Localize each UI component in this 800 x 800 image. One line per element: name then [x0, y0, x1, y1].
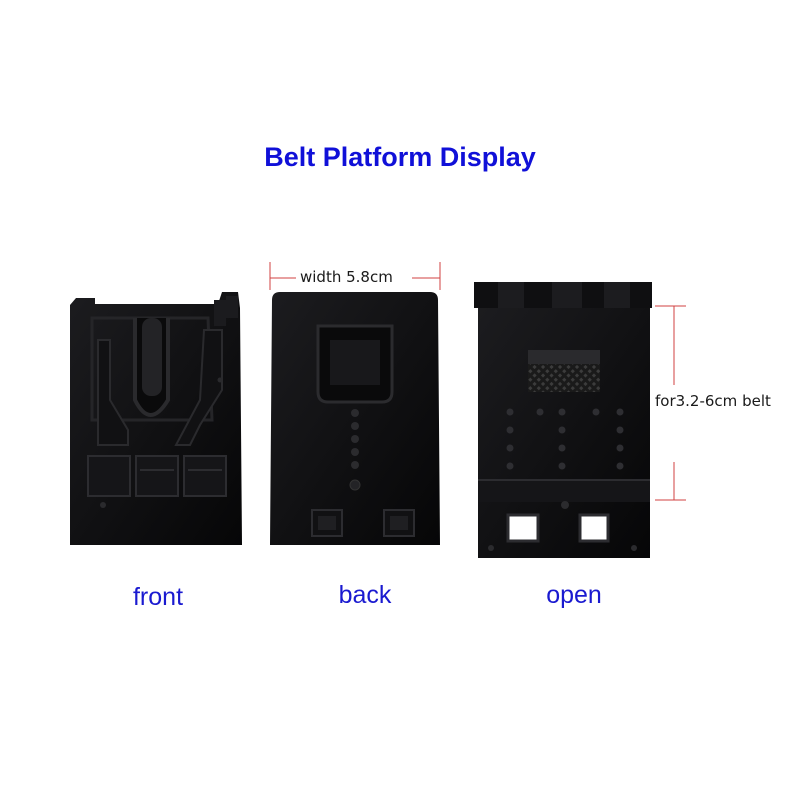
front-platform — [70, 292, 242, 545]
page-title: Belt Platform Display — [264, 142, 536, 172]
belt-dimension — [655, 305, 686, 501]
front-label: front — [132, 583, 184, 611]
back-platform — [270, 292, 440, 545]
width-dimension — [269, 262, 441, 290]
width-label: width 5.8cm — [300, 268, 393, 286]
open-label: open — [546, 581, 602, 609]
open-platform — [474, 282, 652, 558]
back-label: back — [338, 581, 392, 609]
belt-range-label: for3.2-6cm belt — [655, 392, 771, 410]
